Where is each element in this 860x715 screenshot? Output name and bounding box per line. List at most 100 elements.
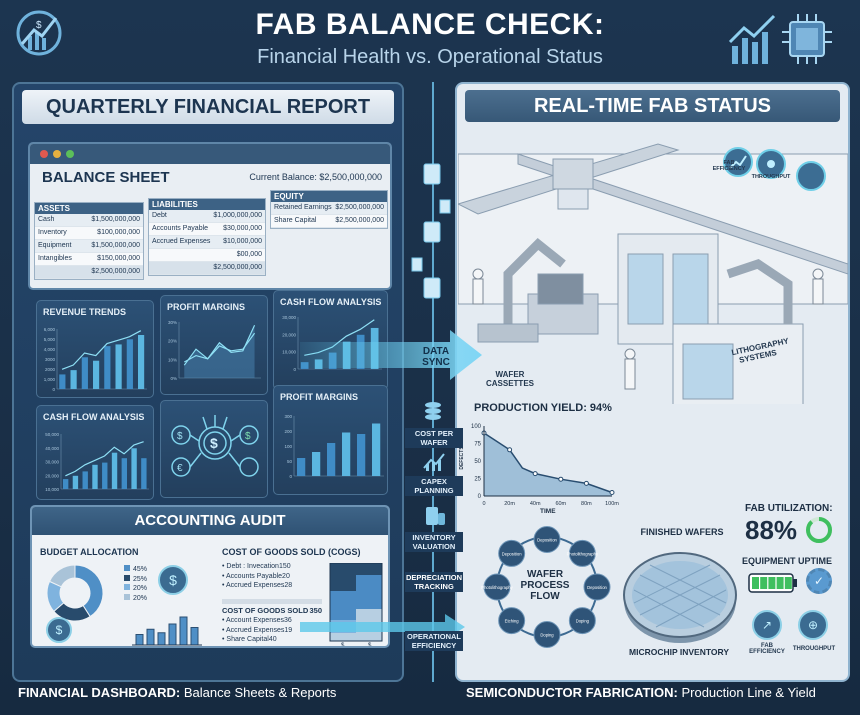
series-line <box>183 324 256 366</box>
audit-bar <box>146 628 155 646</box>
capex-planning-label: CAPEX PLANNING <box>405 476 463 496</box>
cogs-subtitle: COST OF GOODS SOLD <box>222 606 309 615</box>
maximize-dot[interactable] <box>66 150 74 158</box>
process-step <box>583 573 611 601</box>
liability-label: Accrued Expenses <box>152 238 211 245</box>
series-line <box>61 330 142 370</box>
page-subtitle: Financial Health vs. Operational Status <box>257 46 603 68</box>
target-icon <box>796 161 826 191</box>
fab-status-header: REAL-TIME FAB STATUS <box>465 90 840 122</box>
efficiency-arrow <box>300 614 465 640</box>
y-tick-label: 40,000 <box>45 446 59 451</box>
svg-text:$: $ <box>177 431 183 442</box>
revenue-trends-title: REVENUE TRENDS <box>43 307 127 317</box>
utilization-arc <box>806 517 832 543</box>
bar <box>70 370 77 389</box>
yield-point <box>532 471 538 477</box>
process-step-label: Deposition <box>587 585 607 590</box>
yield-point <box>558 476 564 482</box>
bar <box>62 479 69 489</box>
bar <box>82 471 88 489</box>
left-footer-bold: FINANCIAL DASHBOARD: <box>18 685 181 700</box>
wafer-process-flow: DepositionPhotolithographyDepositionDopi… <box>481 526 611 648</box>
svg-text:$: $ <box>210 435 218 451</box>
liability-row: $00,000 <box>149 249 265 262</box>
liability-row: Accounts Payable$30,000,000 <box>149 223 265 236</box>
process-step <box>483 573 511 601</box>
equipment-uptime-label: EQUIPMENT UPTIME <box>742 556 833 566</box>
y-tick-label: 1,000 <box>44 377 56 382</box>
equity-value: $2,500,000,000 <box>335 204 384 211</box>
throughput-icon: ⊕ <box>798 610 828 640</box>
cogs-item-value: 28 <box>284 582 293 589</box>
yield-ytick: 50 <box>474 459 481 465</box>
legend-label: 25% <box>133 575 148 583</box>
cogs-item-label: • Accrued Expenses <box>222 626 285 634</box>
bar <box>312 452 321 476</box>
y-tick-label: 50 <box>287 459 293 464</box>
bar <box>342 432 351 476</box>
left-footer: FINANCIAL DASHBOARD: Balance Sheets & Re… <box>18 685 336 700</box>
currency-network-card: $$€$ <box>160 400 268 498</box>
right-footer: SEMICONDUCTOR FABRICATION: Production Li… <box>466 685 816 700</box>
battery-cell <box>776 577 784 589</box>
svg-text:€: € <box>177 463 183 474</box>
cogs-item-label: • Debt : Invecation <box>222 563 279 570</box>
fab-utilization-label: FAB UTILIZATION: <box>745 503 833 514</box>
assets-header: ASSETS <box>35 203 143 214</box>
depreciation-tracking-label: DEPRECIATION TRACKING <box>405 572 463 592</box>
budget-donut-chart <box>46 564 104 622</box>
chart-chip-icon <box>728 10 838 68</box>
battery-uptime-icon <box>748 573 797 593</box>
process-step <box>498 607 526 635</box>
gear-check-icon: ✓ <box>806 568 832 594</box>
right-footer-bold: SEMICONDUCTOR FABRICATION: <box>466 685 678 700</box>
yield-title: PRODUCTION YIELD: 94% <box>474 402 612 414</box>
y-tick-label: 6,000 <box>44 327 56 332</box>
cogs-item-row: • Debt : Invecation150 <box>222 562 322 572</box>
balance-sheet-window: BALANCE SHEET Current Balance: $2,500,00… <box>28 142 392 290</box>
bar <box>126 339 133 389</box>
quarterly-report-header: QUARTERLY FINANCIAL REPORT <box>22 90 394 124</box>
document-stack-icon <box>411 163 451 299</box>
fab-efficiency-icon: ↗ <box>752 610 782 640</box>
liability-value: $1,000,000,000 <box>213 212 262 219</box>
process-step-label: Photolithography <box>481 585 513 590</box>
y-tick-label: 0 <box>52 387 55 392</box>
equity-label: Share Capital <box>274 217 317 224</box>
process-step-label: Etching <box>505 619 520 624</box>
battery-cell <box>768 577 776 589</box>
bar <box>115 344 122 389</box>
budget-legend: 45%25%20%20% <box>124 565 147 603</box>
cash-flow-title: CASH FLOW ANALYSIS <box>280 297 382 307</box>
liability-row: Debt$1,000,000,000 <box>149 210 265 223</box>
close-dot[interactable] <box>40 150 48 158</box>
yield-xtick: 20m <box>504 501 515 507</box>
inventory-valuation-label: INVENTORY VALUATION <box>405 532 463 552</box>
minimize-dot[interactable] <box>53 150 61 158</box>
bar <box>92 464 98 489</box>
fab-efficiency-top-label: FAB EFFICIENCY <box>712 160 746 172</box>
y-tick-label: 50,000 <box>45 432 59 437</box>
yield-ylabel: DEFECTS <box>459 446 465 470</box>
yield-xtick: 80m <box>581 501 592 507</box>
asset-label: Cash <box>38 216 55 223</box>
cogs-item-label: • Share Capital <box>222 636 269 643</box>
y-tick-label: 10,000 <box>282 350 296 355</box>
process-step-label: Deposition <box>502 551 522 556</box>
donut-slice <box>74 564 104 618</box>
bar <box>357 434 366 476</box>
profit-margins-bars-title: PROFIT MARGINS <box>280 392 358 402</box>
currency-network-icon: $$€$ <box>171 415 259 477</box>
balance-sheet-title: BALANCE SHEET <box>42 169 170 186</box>
yield-xtick: 0 <box>482 501 485 507</box>
process-step <box>498 539 526 567</box>
finished-wafer-disc <box>623 552 737 643</box>
liability-row: Accrued Expenses$10,000,000 <box>149 236 265 249</box>
svg-text:$: $ <box>36 20 42 31</box>
